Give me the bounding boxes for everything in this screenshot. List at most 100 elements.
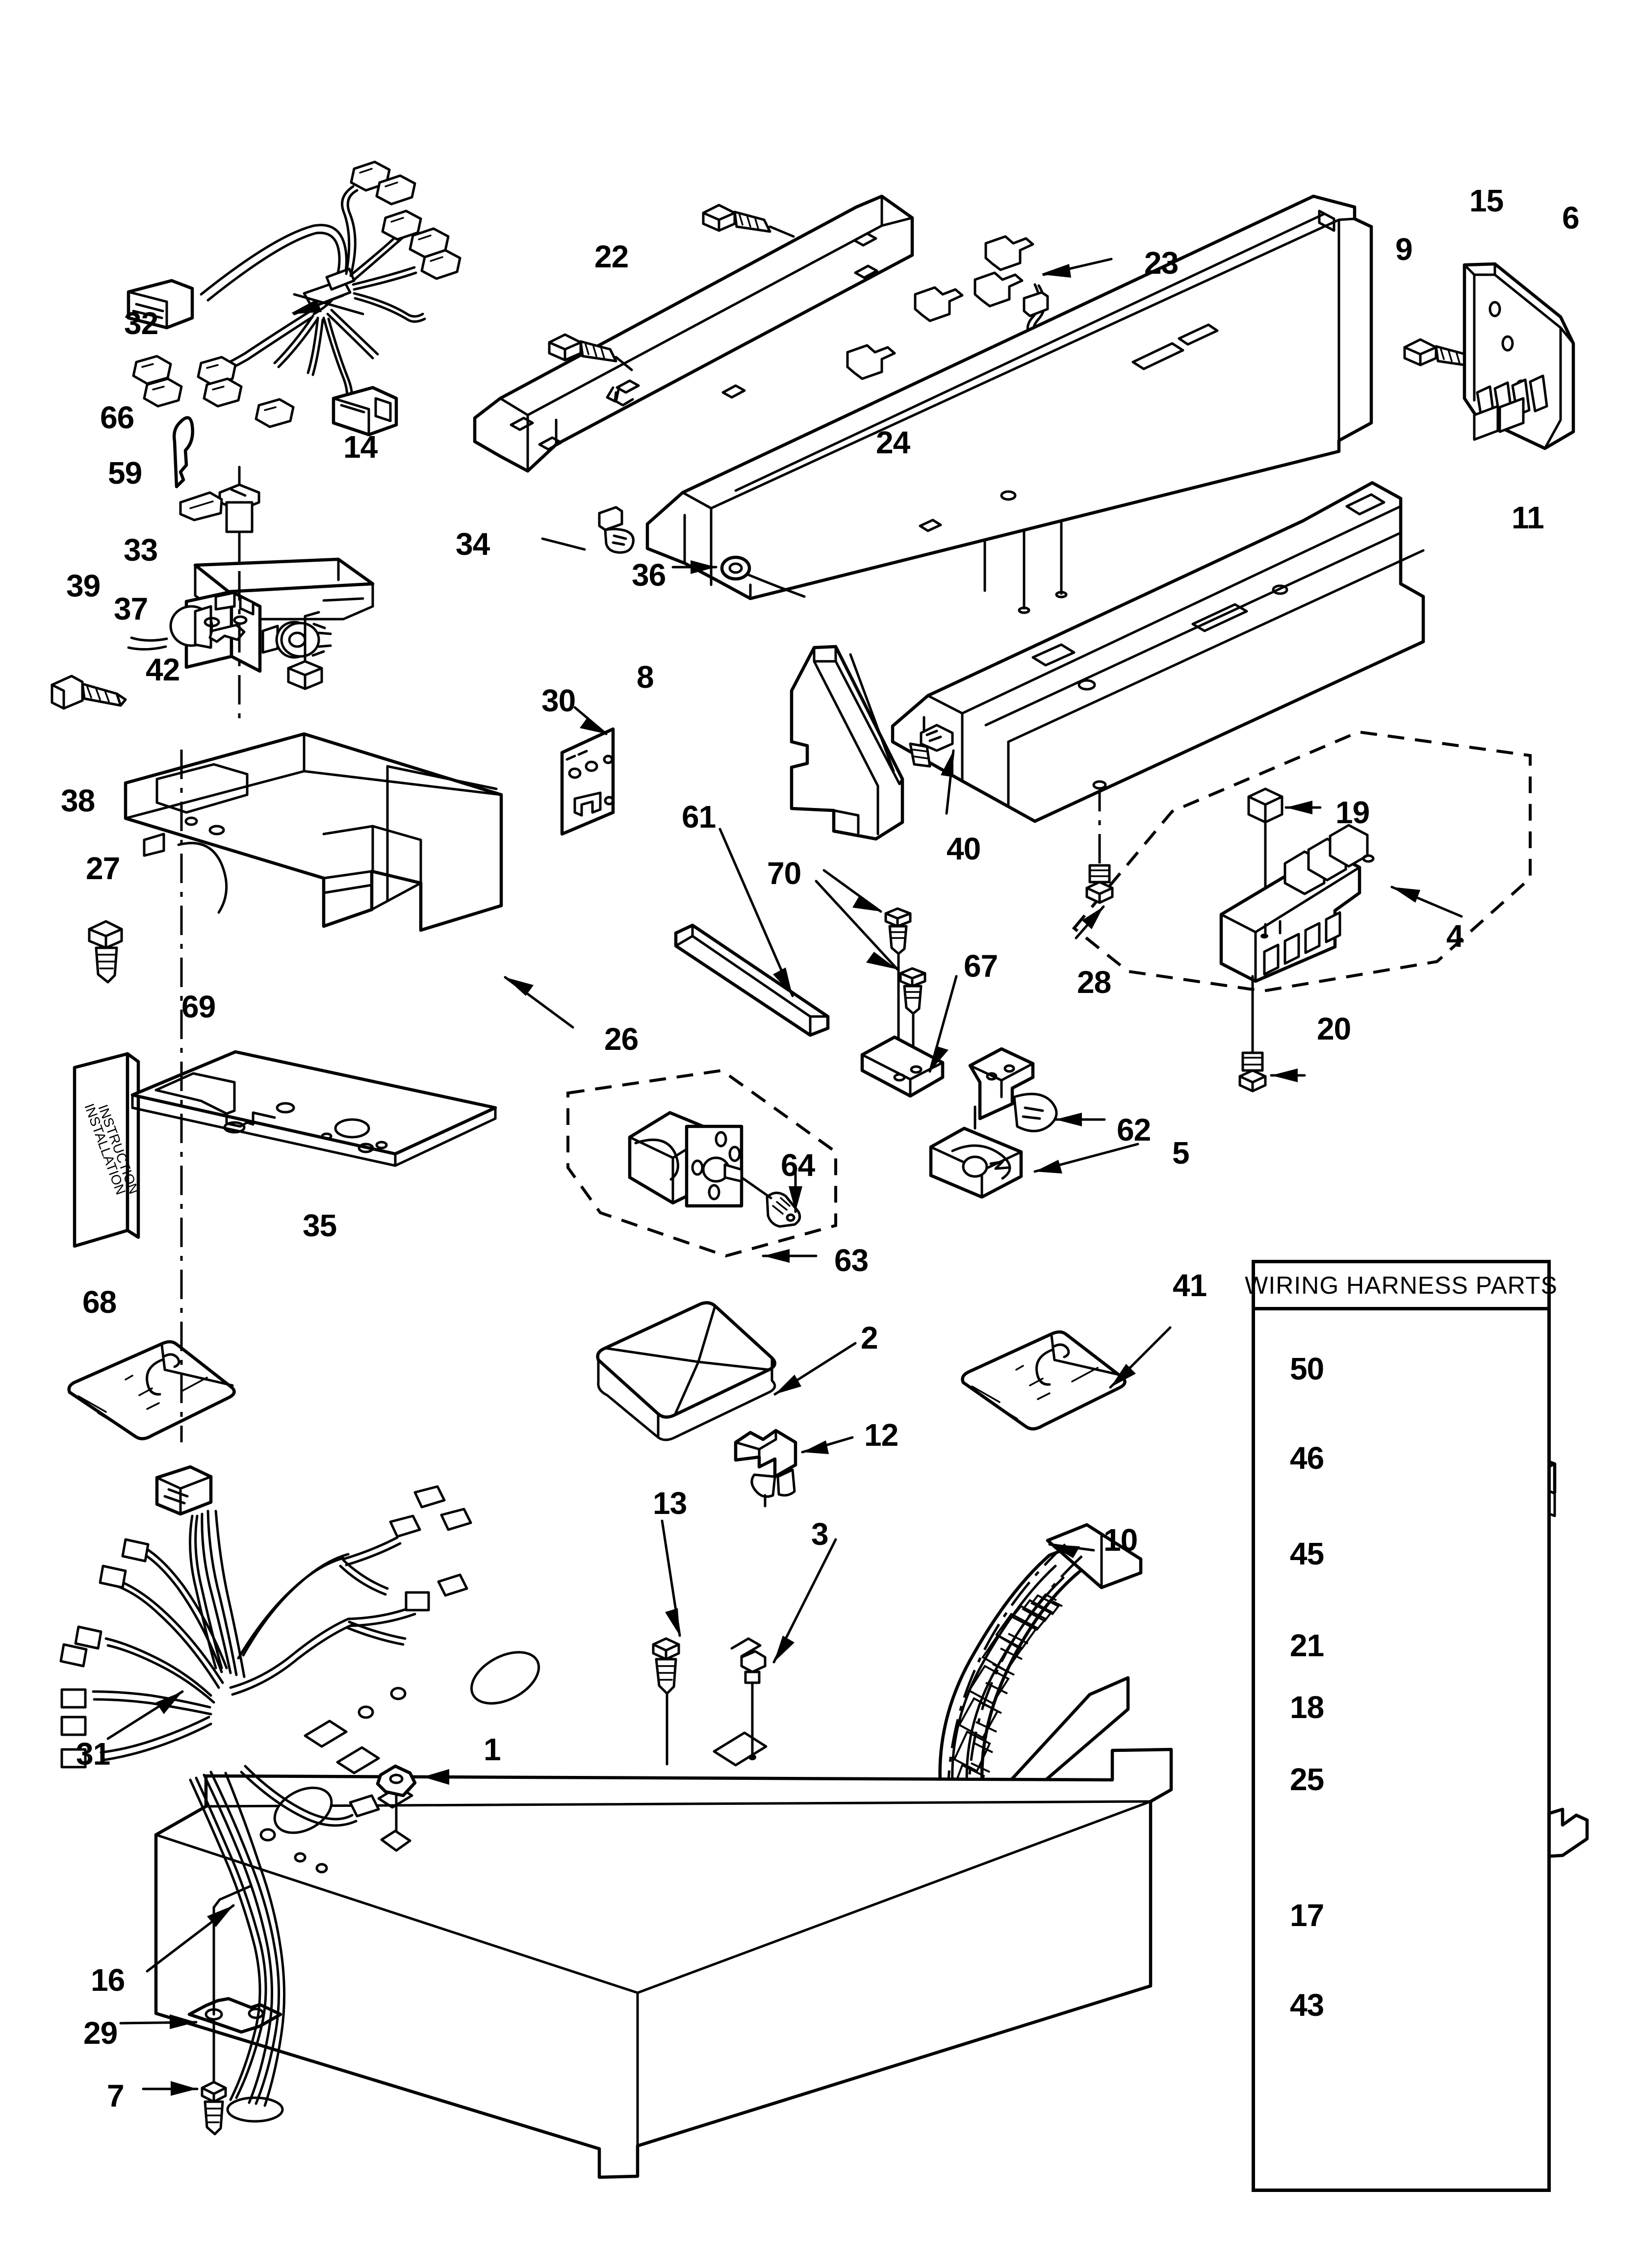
lower-harness-31-drawing (59, 1465, 472, 2123)
callout-number-36: 36 (632, 557, 666, 593)
legend-callout-number-17: 17 (1290, 1898, 1324, 1933)
leader-20 (1270, 1069, 1306, 1082)
callout-number-67: 67 (964, 948, 998, 984)
screw-70a-drawing (884, 907, 912, 1043)
callout-number-27: 27 (86, 851, 120, 886)
legend-callout-number-18: 18 (1290, 1690, 1324, 1725)
leader-36 (671, 560, 718, 574)
console-panel-9-drawing (645, 194, 1373, 600)
pin-3-drawing (730, 1637, 767, 1760)
hinge-clip-12-drawing (734, 1429, 797, 1508)
callout-number-24: 24 (876, 425, 910, 460)
leader-23 (1042, 258, 1113, 278)
leader-32 (291, 294, 345, 315)
legend-callout-number-50: 50 (1290, 1351, 1324, 1386)
leader-61 (718, 828, 794, 997)
callout-number-6: 6 (1562, 200, 1580, 235)
end-cap-6-drawing (1462, 262, 1575, 450)
mounting-plate-30-drawing (560, 727, 615, 836)
callout-number-35: 35 (303, 1208, 337, 1243)
callout-number-69: 69 (181, 989, 216, 1024)
callout-number-37: 37 (114, 591, 148, 626)
leader-64 (789, 1169, 802, 1213)
callout-number-2: 2 (861, 1320, 878, 1356)
callout-number-28: 28 (1077, 965, 1111, 1000)
screw-7-drawing (201, 2081, 227, 2136)
legend-callout-number-21: 21 (1290, 1628, 1324, 1663)
callout-number-39: 39 (66, 568, 101, 603)
foam-pad-41-drawing (961, 1330, 1127, 1431)
callout-number-32: 32 (124, 306, 158, 341)
legend-callout-number-46: 46 (1290, 1440, 1324, 1476)
leader-13 (661, 1519, 681, 1637)
callout-number-62: 62 (1117, 1112, 1151, 1147)
callout-number-34: 34 (456, 526, 490, 562)
callout-number-13: 13 (653, 1486, 687, 1521)
leader-5 (1033, 1143, 1139, 1173)
callout-number-10: 10 (1103, 1522, 1138, 1558)
switch-terminal-cap-19-drawing (1247, 787, 1283, 928)
callout-number-7: 7 (107, 2078, 125, 2113)
leader-40 (941, 749, 955, 815)
console-housing-26-drawing (124, 571, 503, 1442)
installation-booklet-69-drawing: INSTALLATION INSTRUCTION (73, 1052, 142, 1248)
clip-1-drawing (376, 1764, 417, 1852)
callout-number-8: 8 (637, 659, 654, 695)
nut-42-drawing (287, 611, 323, 690)
leader-2 (773, 1342, 857, 1396)
callout-number-42: 42 (146, 652, 180, 687)
callout-number-38: 38 (61, 783, 95, 818)
screw-22b-drawing (548, 333, 617, 363)
callout-number-29: 29 (83, 2015, 118, 2051)
legend-title: WIRING HARNESS PARTS (1245, 1271, 1558, 1299)
wiring-harness-legend-box: WIRING HARNESS PARTS (1245, 1260, 1557, 2192)
push-clip-34-drawing (598, 506, 635, 554)
callout-number-41: 41 (1173, 1268, 1207, 1303)
leader-26 (504, 976, 574, 1029)
callout-number-70: 70 (767, 856, 801, 891)
bushing-59-drawing (179, 466, 260, 576)
callout-number-63: 63 (834, 1243, 869, 1278)
trim-strip-61-drawing (674, 923, 830, 1037)
lamp-socket-holder-5-drawing (929, 1105, 1023, 1199)
callout-number-66: 66 (100, 400, 134, 435)
top-panel-16-drawing (154, 1651, 1173, 2179)
leader-19 (1284, 801, 1322, 814)
callout-number-15: 15 (1469, 183, 1504, 218)
lamp-housing-64-drawing (628, 1111, 801, 1228)
leader-12 (801, 1436, 854, 1454)
callout-number-23: 23 (1144, 245, 1179, 281)
callout-number-31: 31 (76, 1736, 110, 1772)
leader-41 (1109, 1326, 1172, 1389)
screw-40-drawing (909, 724, 954, 768)
retainer-clip-66-drawing (172, 416, 194, 489)
callout-number-12: 12 (864, 1417, 898, 1453)
bracket-67-drawing (860, 1035, 945, 1098)
foam-pad-68-drawing (67, 1340, 236, 1440)
switch-assembly-drawing (1219, 824, 1375, 983)
callout-number-14: 14 (343, 429, 378, 465)
legend-callout-number-43: 43 (1290, 1987, 1324, 2023)
leader-1 (421, 1769, 476, 1785)
leader-3 (772, 1538, 837, 1664)
callout-number-22: 22 (594, 239, 629, 274)
timer-knob-38-drawing (261, 621, 332, 659)
callout-number-30: 30 (541, 683, 576, 718)
screw-15-drawing (1403, 338, 1473, 367)
lamp-group-63-dashed-box (566, 1069, 837, 1258)
callout-number-33: 33 (124, 532, 158, 568)
switch-clip-62-drawing (968, 1047, 1058, 1132)
wire-harness-32-drawing (127, 160, 462, 437)
screw-20-drawing (1238, 975, 1267, 1093)
callout-number-19: 19 (1335, 795, 1370, 830)
cover-cap-2-drawing (596, 1301, 776, 1441)
callout-number-64: 64 (781, 1147, 815, 1183)
callout-number-26: 26 (604, 1021, 639, 1057)
callout-number-68: 68 (82, 1284, 117, 1320)
timer-37-drawing (127, 590, 262, 673)
screw-70b-drawing (899, 967, 926, 1066)
leader-67 (928, 975, 958, 1073)
screw-39-drawing (51, 675, 127, 710)
